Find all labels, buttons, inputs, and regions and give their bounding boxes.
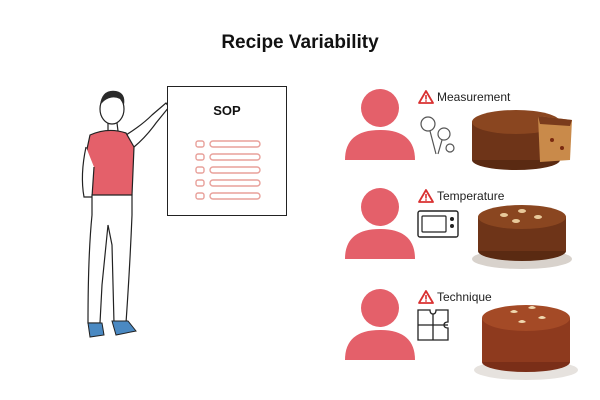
user-avatar-icon bbox=[345, 289, 415, 360]
cake-image-sliced bbox=[472, 110, 572, 170]
warning-icon bbox=[418, 290, 434, 304]
sop-board: SOP bbox=[167, 86, 287, 216]
variable-label: Measurement bbox=[418, 90, 510, 104]
page-title: Recipe Variability bbox=[221, 32, 379, 53]
user-avatar-icon bbox=[345, 89, 415, 160]
user-avatar-icon bbox=[345, 188, 415, 259]
variable-label: Temperature bbox=[418, 189, 504, 203]
cake-image-almond bbox=[472, 205, 572, 269]
variable-label: Technique bbox=[418, 290, 492, 304]
variability-row-temperature: Temperature bbox=[340, 185, 600, 285]
puzzle-icon bbox=[417, 309, 449, 341]
variability-row-measurement: Measurement bbox=[340, 86, 600, 186]
checklist-icon bbox=[195, 140, 261, 200]
cake-image-cashew bbox=[474, 305, 578, 380]
presenter-illustration bbox=[81, 90, 170, 338]
variability-row-technique: Technique bbox=[340, 286, 600, 386]
oven-icon bbox=[417, 210, 459, 238]
sop-heading: SOP bbox=[213, 103, 241, 118]
measuring-spoons-icon bbox=[420, 116, 455, 155]
warning-icon bbox=[418, 189, 434, 203]
warning-icon bbox=[418, 90, 434, 104]
